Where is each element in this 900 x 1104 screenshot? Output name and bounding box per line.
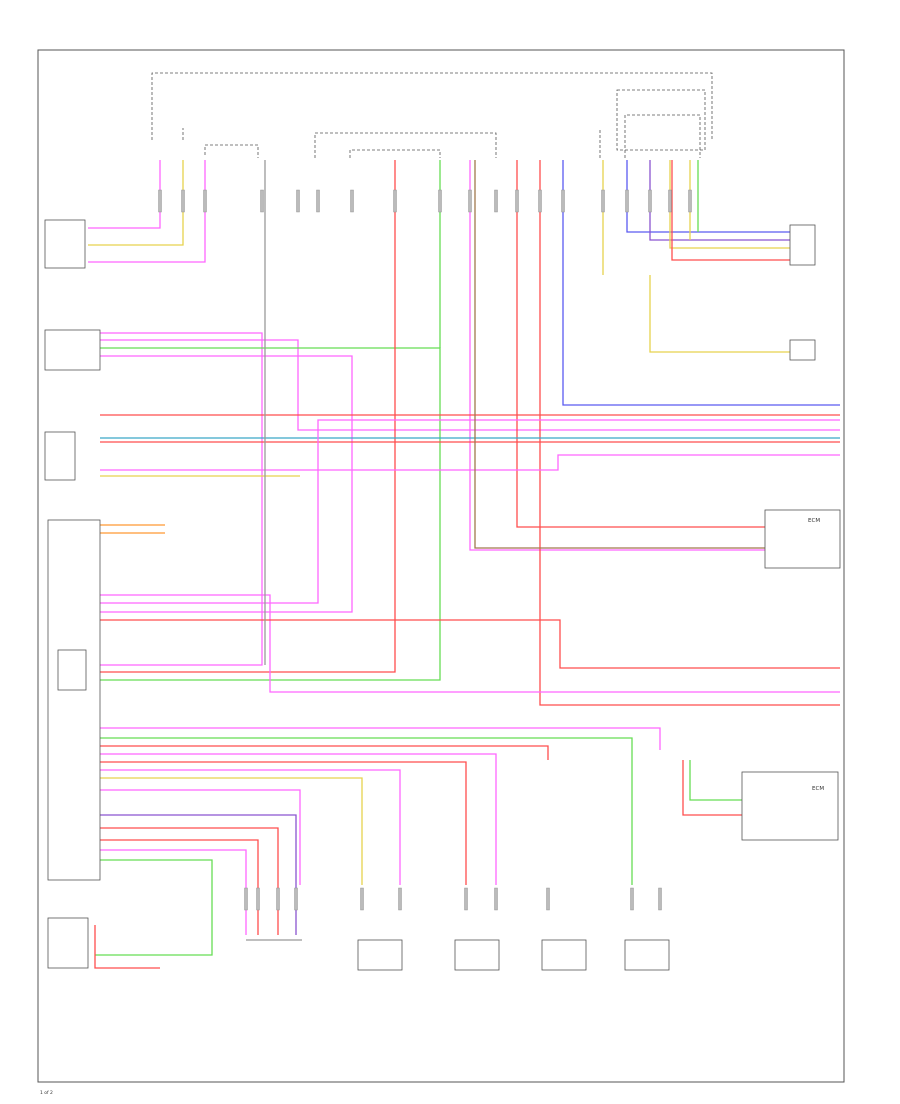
connector-11 — [494, 189, 498, 213]
connector-15 — [601, 189, 605, 213]
wire-16 — [649, 160, 790, 241]
bottom-sensor-1 — [357, 939, 403, 971]
right-module-mid — [764, 509, 841, 569]
diagram-frame — [37, 49, 845, 1083]
left-sensor-2 — [44, 329, 101, 371]
wire-34 — [100, 745, 549, 760]
bottom-connector-2 — [256, 887, 260, 911]
bottom-connector-1 — [244, 887, 248, 911]
wire-1 — [88, 160, 161, 229]
connector-6 — [316, 189, 320, 213]
wire-40 — [100, 814, 297, 935]
wire-33 — [100, 737, 633, 885]
bottom-connector-6 — [398, 887, 402, 911]
connector-17 — [648, 189, 652, 213]
wire-42 — [100, 839, 259, 935]
connector-4 — [260, 189, 264, 213]
wire-37 — [100, 769, 401, 885]
top-harness — [151, 72, 713, 158]
ecm-label-1: ECM — [808, 518, 820, 524]
wire-group — [88, 160, 840, 969]
bottom-sensor-4 — [624, 939, 670, 971]
wire-38 — [100, 777, 363, 885]
wire-28 — [100, 419, 840, 604]
wire-24 — [100, 454, 840, 471]
ecm-submodule — [57, 649, 87, 691]
connector-10 — [468, 189, 472, 213]
left-component-blocks — [44, 219, 101, 969]
bottom-connector-7 — [464, 887, 468, 911]
wire-47 — [689, 760, 742, 801]
connector-19 — [688, 189, 692, 213]
wire-43 — [100, 849, 247, 935]
left-sensor-4 — [47, 917, 89, 969]
connector-14 — [561, 189, 565, 213]
wire-13 — [562, 160, 840, 406]
wire-36 — [100, 761, 467, 885]
bottom-connector-8 — [494, 887, 498, 911]
wire-44 — [95, 859, 213, 956]
connector-16 — [625, 189, 629, 213]
bottom-connector-3 — [276, 887, 280, 911]
right-connector-2 — [789, 339, 816, 361]
ecm-module — [47, 519, 101, 881]
left-sensor-3 — [44, 431, 76, 481]
wire-35 — [100, 753, 497, 885]
connector-13 — [538, 189, 542, 213]
connector-1 — [158, 189, 162, 213]
bottom-sensors — [246, 939, 670, 971]
wire-12 — [539, 160, 840, 706]
wire-18 — [671, 160, 790, 261]
bottom-connector-9 — [546, 887, 550, 911]
wire-41 — [100, 827, 279, 935]
wire-11 — [516, 160, 765, 528]
right-module-top — [616, 89, 706, 151]
bottom-connector-4 — [294, 887, 298, 911]
wire-39 — [100, 789, 301, 885]
wire-4 — [100, 332, 263, 666]
wire-29 — [100, 619, 840, 669]
wire-45 — [94, 925, 160, 969]
left-sensor-1 — [44, 219, 86, 269]
bottom-sensor-3 — [541, 939, 587, 971]
right-component-blocks — [616, 89, 841, 841]
connector-8 — [393, 189, 397, 213]
wire-17 — [669, 160, 790, 249]
right-module-low — [741, 771, 839, 841]
connector-9 — [438, 189, 442, 213]
wire-48 — [474, 160, 765, 549]
wire-2 — [88, 160, 184, 246]
right-connector-1 — [789, 224, 816, 266]
connector-2 — [181, 189, 185, 213]
bottom-sensor-2 — [454, 939, 500, 971]
wire-8 — [100, 160, 396, 673]
wire-5 — [100, 339, 840, 431]
wire-46 — [682, 760, 742, 816]
connector-5 — [296, 189, 300, 213]
bottom-connector-5 — [360, 887, 364, 911]
connector-12 — [515, 189, 519, 213]
footer-code: 1 of 2 — [40, 1090, 53, 1096]
wire-27 — [100, 594, 840, 693]
wire-15 — [626, 160, 790, 233]
connector-18 — [668, 189, 672, 213]
wire-32 — [100, 727, 661, 750]
connector-3 — [203, 189, 207, 213]
bottom-connector-10 — [630, 887, 634, 911]
wire-7 — [100, 355, 353, 613]
ecm-label-2: ECM — [812, 786, 824, 792]
wire-10 — [469, 160, 765, 551]
connector-7 — [350, 189, 354, 213]
wire-21 — [649, 275, 790, 353]
wire-3 — [88, 160, 206, 263]
bottom-connector-11 — [658, 887, 662, 911]
